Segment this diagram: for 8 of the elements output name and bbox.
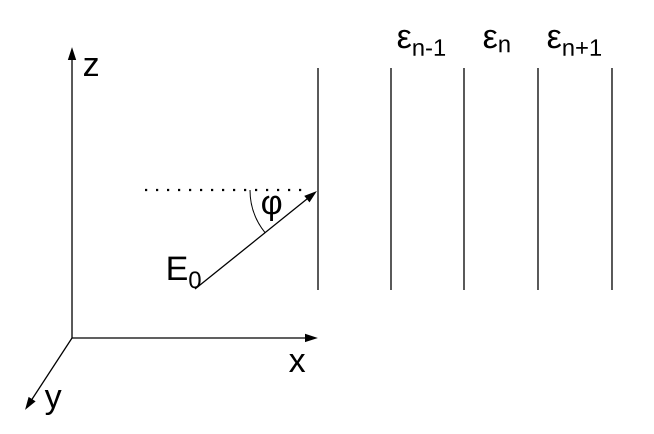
axis-label: z xyxy=(84,58,98,76)
axis-label: y xyxy=(44,390,62,416)
angle-label: φ xyxy=(262,196,282,222)
axis-label: x xyxy=(289,354,306,372)
layer-label: ε$_{n+1}$ xyxy=(548,30,601,56)
layer-label: ε$_{n-1}$ xyxy=(398,30,446,56)
field-label: E$_{0}$ xyxy=(168,256,201,288)
layer-label: ε$_{n}$ xyxy=(484,30,510,52)
